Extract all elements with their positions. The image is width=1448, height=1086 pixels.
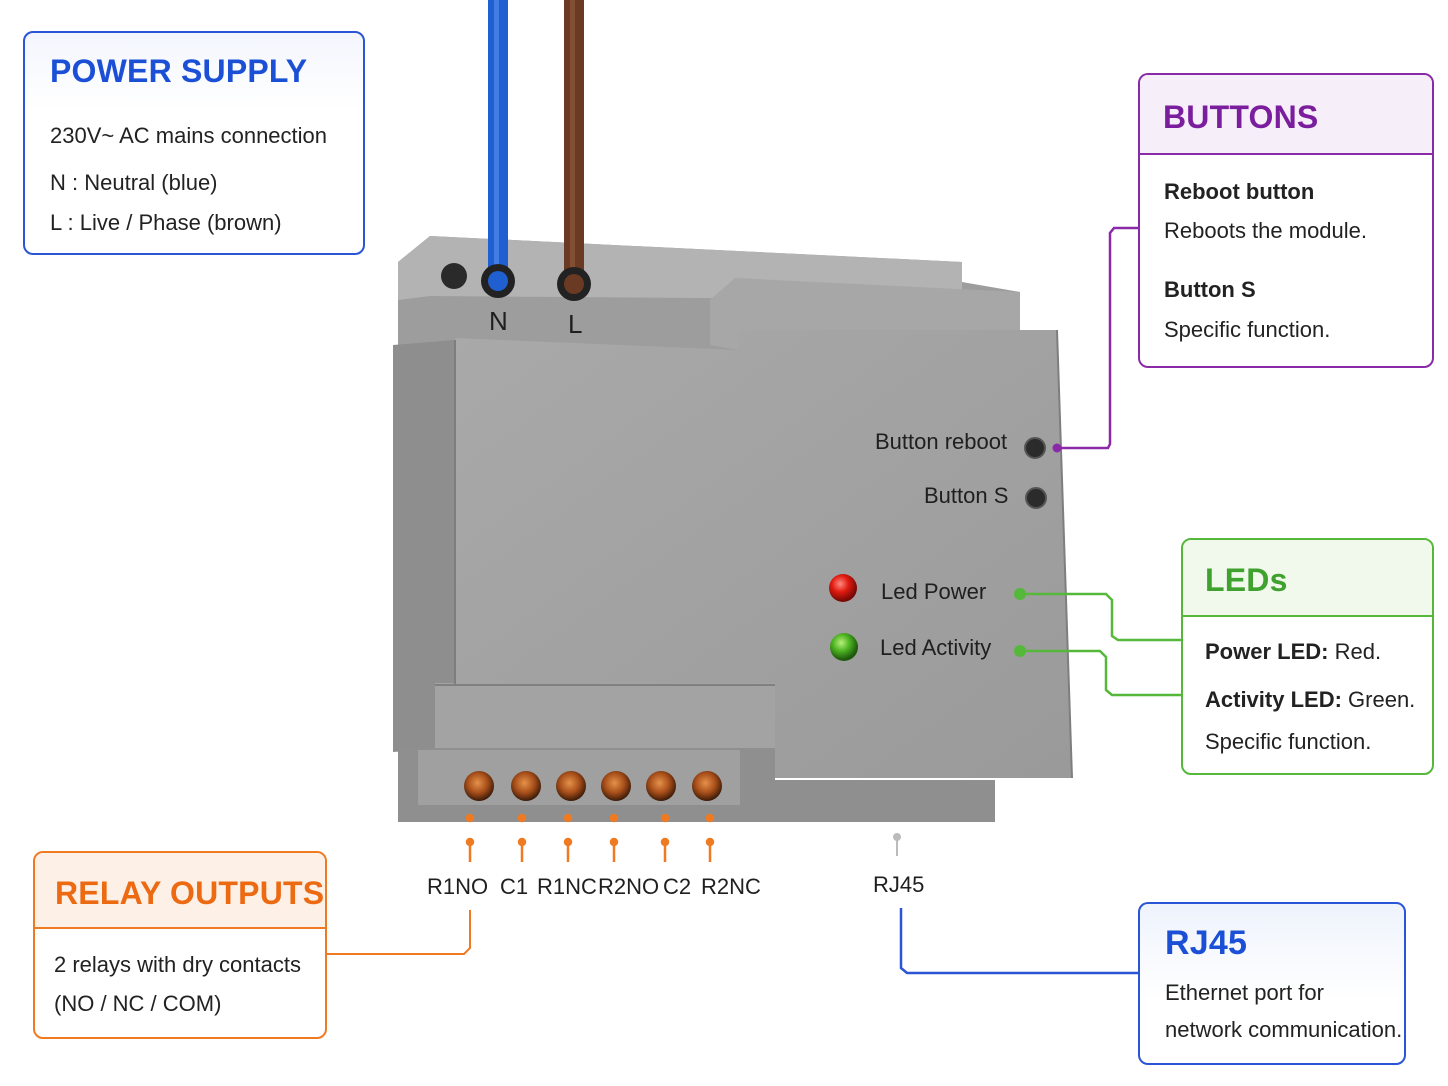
buttons-title: BUTTONS — [1163, 99, 1319, 135]
relay-outputs-line: (NO / NC / COM) — [54, 991, 222, 1016]
relay-outputs-line: 2 relays with dry contacts — [54, 952, 301, 977]
led-activity-connector — [1020, 649, 1181, 697]
button-s-label: Button S — [924, 483, 1009, 508]
power-supply-panel: POWER SUPPLY 230V~ AC mains connection N… — [23, 31, 365, 255]
reboot-button-text: Reboots the module. — [1164, 218, 1368, 243]
relay-outputs-title: RELAY OUTPUTS — [55, 875, 325, 911]
led-activity-label: Led Activity — [880, 635, 992, 660]
buttons-connector — [1057, 226, 1138, 450]
leds-panel-header: LEDs — [1183, 540, 1432, 617]
terminal-label-r1nc: R1NC — [537, 874, 597, 899]
terminal-c2 — [646, 771, 676, 801]
rj45-label: RJ45 — [873, 872, 925, 897]
terminal-r2nc — [692, 771, 722, 801]
leds-panel: LEDs Power LED: Red. Activity LED: Green… — [1181, 538, 1434, 775]
rj45-title: RJ45 — [1165, 924, 1248, 962]
leds-title: LEDs — [1205, 562, 1288, 598]
terminal-pointers — [465, 813, 715, 862]
led-power-connector — [1020, 592, 1181, 642]
rj45-connector — [899, 908, 1138, 975]
terminal-label-r2no: R2NO — [598, 874, 660, 899]
power-led-heading: Power LED: — [1205, 639, 1329, 664]
activity-led — [830, 633, 858, 661]
terminal-label-r1no: R1NO — [427, 874, 489, 899]
led-power-label: Led Power — [881, 579, 987, 604]
relay-connector — [327, 910, 471, 955]
relay-outputs-header: RELAY OUTPUTS — [35, 853, 325, 929]
button-reboot-label: Button reboot — [875, 429, 1008, 454]
neutral-label: N — [489, 306, 508, 336]
activity-led-text: Green. — [1341, 687, 1416, 712]
terminal-label-c2: C2 — [663, 874, 692, 899]
power-supply-line: L : Live / Phase (brown) — [50, 210, 282, 235]
top-screw-hole — [441, 263, 467, 289]
s-button[interactable] — [1025, 487, 1047, 509]
rj45-line: Ethernet port for — [1165, 980, 1324, 1005]
terminal-r2no — [601, 771, 631, 801]
activity-led-heading: Activity LED: — [1205, 687, 1342, 712]
terminal-r1nc — [556, 771, 586, 801]
power-supply-title: POWER SUPPLY — [50, 53, 308, 89]
terminal-c1 — [511, 771, 541, 801]
rj45-line: network communication. — [1165, 1017, 1403, 1042]
power-led-description: Power LED: Red. — [1205, 639, 1381, 665]
relay-terminals — [464, 771, 722, 801]
reboot-button[interactable] — [1024, 437, 1046, 459]
power-supply-line: 230V~ AC mains connection — [50, 123, 328, 148]
leds-extra-text: Specific function. — [1205, 729, 1372, 754]
buttons-panel: BUTTONS Reboot button Reboots the module… — [1138, 73, 1434, 368]
s-button-text: Specific function. — [1164, 317, 1331, 342]
terminal-label-r2nc: R2NC — [701, 874, 761, 899]
terminal-r1no — [464, 771, 494, 801]
power-led — [829, 574, 857, 602]
power-supply-line: N : Neutral (blue) — [50, 170, 218, 195]
terminal-label-c1: C1 — [500, 874, 529, 899]
live-label: L — [568, 309, 583, 339]
power-led-text: Red. — [1328, 639, 1382, 664]
activity-led-description: Activity LED: Green. — [1205, 687, 1415, 713]
relay-outputs-panel: RELAY OUTPUTS 2 relays with dry contacts… — [33, 851, 327, 1039]
rj45-panel: RJ45 Ethernet port for network communica… — [1138, 902, 1406, 1065]
reboot-button-heading: Reboot button — [1164, 179, 1315, 204]
buttons-panel-header: BUTTONS — [1140, 75, 1432, 155]
s-button-heading: Button S — [1164, 277, 1256, 302]
